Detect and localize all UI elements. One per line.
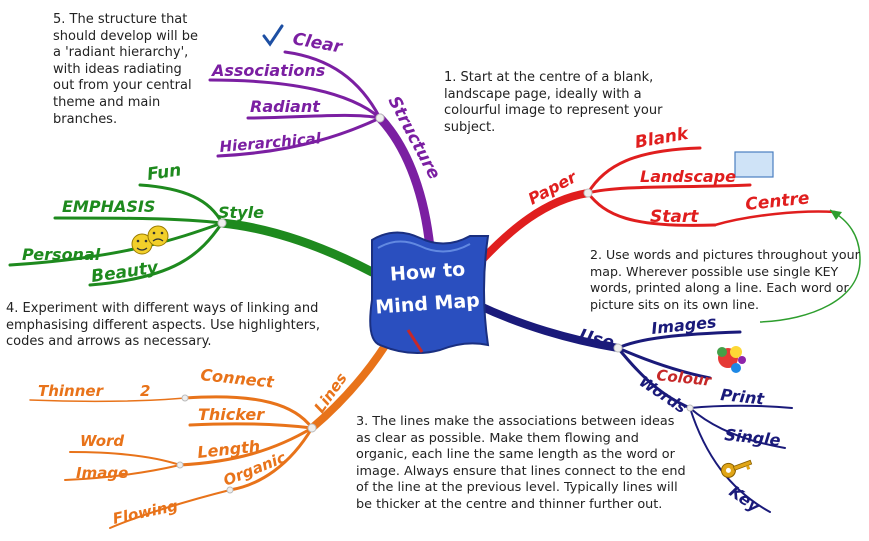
paper-main-line bbox=[476, 189, 592, 266]
paper-line-start bbox=[586, 191, 717, 227]
node-label-word: Word bbox=[80, 432, 124, 450]
lines-line-connect bbox=[183, 395, 314, 430]
branch-label-style: Style bbox=[218, 203, 264, 222]
note-2-words: 2. Use words and pictures throughout you… bbox=[590, 247, 860, 312]
lines-node bbox=[307, 423, 317, 433]
style-line-fun bbox=[138, 183, 224, 225]
smiley-faces-icon bbox=[131, 225, 169, 255]
node-label-length: Length bbox=[196, 437, 261, 462]
node-label-radiant: Radiant bbox=[250, 97, 321, 116]
center-image: How to Mind Map bbox=[369, 231, 490, 355]
structure-line-radiant bbox=[246, 113, 382, 120]
node-label-connect: Connect bbox=[200, 365, 276, 392]
node-label-image: Image bbox=[76, 464, 128, 482]
node-label-beauty: Beauty bbox=[90, 258, 160, 287]
use-node bbox=[613, 343, 623, 353]
use-line-print bbox=[689, 404, 793, 409]
paper-node bbox=[583, 188, 593, 198]
node-label-start: Start bbox=[650, 207, 699, 227]
use-line-single bbox=[689, 407, 786, 449]
arrow-head bbox=[830, 210, 842, 220]
node-label-personal: Personal bbox=[22, 245, 101, 264]
lines-line-image bbox=[64, 464, 181, 481]
paper-line-centre bbox=[713, 210, 837, 227]
use-line-words bbox=[616, 346, 692, 410]
use-subnode bbox=[686, 404, 694, 412]
structure-line-associations bbox=[208, 78, 382, 120]
lines-subnode bbox=[181, 394, 189, 402]
style-node bbox=[217, 218, 227, 228]
lines-line-organic bbox=[228, 426, 314, 492]
branch-structure bbox=[208, 50, 435, 253]
branch-style bbox=[8, 183, 377, 287]
branch-use bbox=[474, 301, 793, 513]
center-title-line1: How to bbox=[389, 258, 466, 285]
use-main-line bbox=[474, 301, 622, 352]
node-label-key: Key bbox=[726, 482, 764, 517]
style-line-emphasis bbox=[53, 216, 224, 225]
note-3-lines: 3. The lines make the associations betwe… bbox=[356, 414, 686, 512]
structure-main-line bbox=[375, 113, 435, 253]
note-4-experiment: 4. Experiment with different ways of lin… bbox=[6, 301, 320, 350]
node-label-thicker: Thicker bbox=[198, 405, 265, 424]
node-label-flowing: Flowing bbox=[111, 497, 180, 528]
note-1-start: 1. Start at the centre of a blank, lands… bbox=[444, 70, 663, 135]
structure-line-hierarchical bbox=[216, 116, 382, 158]
use-line-key bbox=[689, 407, 771, 513]
use-line-colour bbox=[616, 346, 712, 380]
lines-main-line bbox=[308, 334, 394, 432]
node-label-emphasis: EMPHASIS bbox=[62, 197, 155, 216]
style-main-line bbox=[217, 218, 377, 277]
paper-line-blank bbox=[586, 146, 702, 195]
node-label-thinner: Thinner bbox=[38, 382, 105, 400]
node-label-print: Print bbox=[720, 385, 767, 409]
palette-icon bbox=[717, 346, 746, 373]
node-label-thinner-2: 2 bbox=[140, 382, 150, 400]
note-5-structure: 5. The structure that should develop wil… bbox=[53, 12, 198, 127]
use-line-images bbox=[616, 330, 742, 350]
node-label-landscape: Landscape bbox=[640, 167, 736, 186]
key-icon bbox=[720, 459, 753, 478]
branch-label-use: Use bbox=[577, 325, 616, 353]
lines-subnode bbox=[176, 461, 184, 469]
structure-node bbox=[375, 113, 385, 123]
node-label-associations: Associations bbox=[210, 61, 325, 80]
node-label-fun: Fun bbox=[146, 160, 183, 185]
style-line-beauty bbox=[88, 221, 224, 287]
lines-line-thinner bbox=[29, 397, 186, 403]
lines-subnode bbox=[226, 486, 234, 494]
lines-line-length bbox=[178, 426, 314, 467]
lines-line-flowing bbox=[109, 489, 231, 529]
arrow-icon bbox=[759, 209, 861, 323]
branch-lines bbox=[29, 334, 394, 529]
branch-paper bbox=[476, 146, 837, 266]
paper-line-landscape bbox=[586, 183, 752, 195]
node-label-single: Single bbox=[724, 425, 782, 450]
lines-line-thicker bbox=[188, 422, 314, 430]
landscape-page-icon bbox=[734, 151, 774, 178]
lines-line-word bbox=[69, 451, 181, 466]
check-icon bbox=[262, 24, 284, 47]
node-label-colour: Colour bbox=[656, 366, 714, 390]
structure-line-clear bbox=[283, 50, 382, 120]
